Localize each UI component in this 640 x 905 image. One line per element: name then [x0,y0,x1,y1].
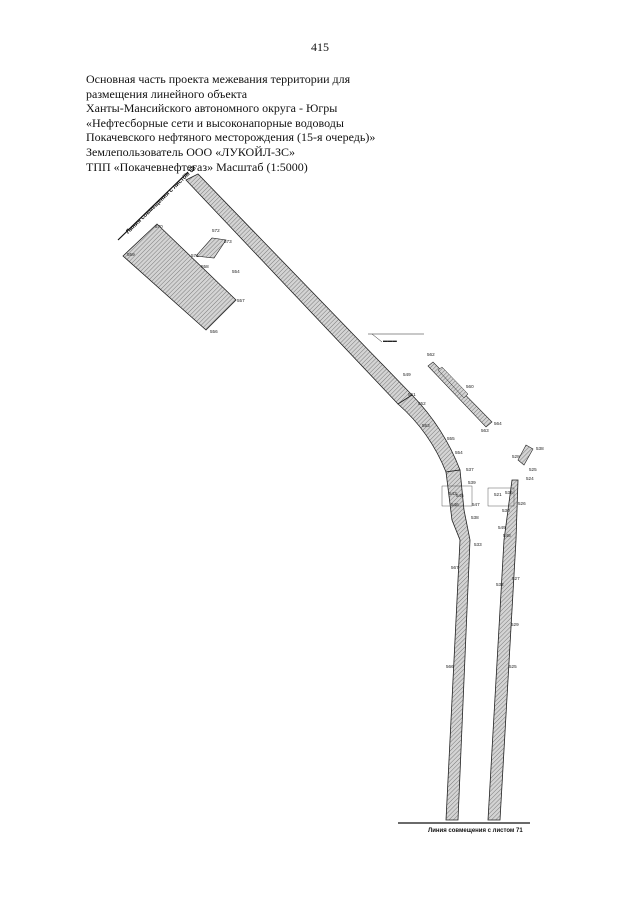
page-number: 415 [311,40,329,54]
point-label-p-549: 549 [403,372,411,377]
point-label-p-538: 538 [536,446,544,451]
point-label-p-564: 564 [494,421,502,426]
point-label-p-529: 529 [511,622,519,627]
point-label-p-563: 563 [481,428,489,433]
match-line-bottom-label: Линия совмещения с листом 71 [428,828,523,834]
point-label-p-555: 555 [447,436,455,441]
header-line-7: ТПП «Покачевнефтегаз» Масштаб (1:5000) [86,159,308,174]
point-label-p-554: 554 [232,269,240,274]
header-line-1: Основная часть проекта межевания террито… [86,72,351,86]
point-label-p-561: 561 [408,392,416,397]
corridor-right [487,479,519,821]
point-label-p-525b: 525 [509,664,517,669]
point-label-p-557: 557 [237,298,245,303]
point-label-p-548: 548 [503,533,511,538]
point-label-p-559: 559 [127,252,135,257]
point-labels: 5705725735715595585545575565625495605615… [127,224,544,669]
point-label-p-567: 567 [451,565,459,570]
header-line-3: Ханты-Мансийского автономного округа - Ю… [86,101,338,116]
point-label-p-552: 552 [418,401,426,406]
point-label-p-573: 573 [224,239,232,244]
point-label-p-539: 539 [468,480,476,485]
point-label-p-546: 546 [451,502,459,507]
annotation-tick [371,333,383,343]
point-label-p-547: 547 [472,502,480,507]
point-label-p-560: 560 [466,384,474,389]
header-line-2: размещения линейного объекта [86,86,248,101]
point-label-p-533: 533 [474,542,482,547]
header-line-4: «Нефтесборные сети и высоконапорные водо… [86,115,344,130]
header-line-6: Землепользователь ООО «ЛУКОЙЛ-ЗС» [86,144,296,159]
point-label-p-521: 521 [494,492,502,497]
point-label-p-553: 553 [422,423,430,428]
point-label-p-554b: 554 [455,450,463,455]
point-label-p-558: 558 [201,264,209,269]
annotation-text: ▬▬▬ [383,338,397,343]
point-label-p-571: 571 [191,253,199,258]
point-label-p-526: 526 [518,501,526,506]
corridor-strip-a [427,361,493,428]
match-line-top-mark: — [180,171,187,178]
corridor-main-lower [445,469,471,821]
point-label-p-530: 530 [502,508,510,513]
point-label-p-536: 536 [505,490,513,495]
point-label-p-570: 570 [155,224,163,229]
document-header: Основная часть проекта межевания террито… [86,72,546,174]
point-label-p-532: 532 [496,582,504,587]
corridor-branch [195,237,227,259]
corridor-right-spur [517,444,534,466]
point-label-p-543: 543 [449,491,457,496]
point-label-p-525: 525 [529,467,537,472]
point-label-p-538b: 538 [471,515,479,520]
point-label-p-545: 545 [456,493,464,498]
point-label-p-527: 527 [512,576,520,581]
point-label-p-549b: 549 [498,525,506,530]
point-label-p-556: 556 [210,329,218,334]
header-line-5: Покачевского нефтяного месторождения (15… [86,130,376,145]
corridor-main-bend [397,394,461,473]
point-label-p-524: 524 [526,476,534,481]
corridor-strip-b [437,366,469,399]
point-label-p-562: 562 [427,352,435,357]
point-label-p-566: 566 [446,664,454,669]
match-line-top [117,171,189,241]
crossing-area [441,485,515,507]
point-label-p-572: 572 [212,228,220,233]
pad-parcel [122,223,237,331]
point-label-p-537: 537 [466,467,474,472]
point-label-p-528: 528 [512,454,520,459]
